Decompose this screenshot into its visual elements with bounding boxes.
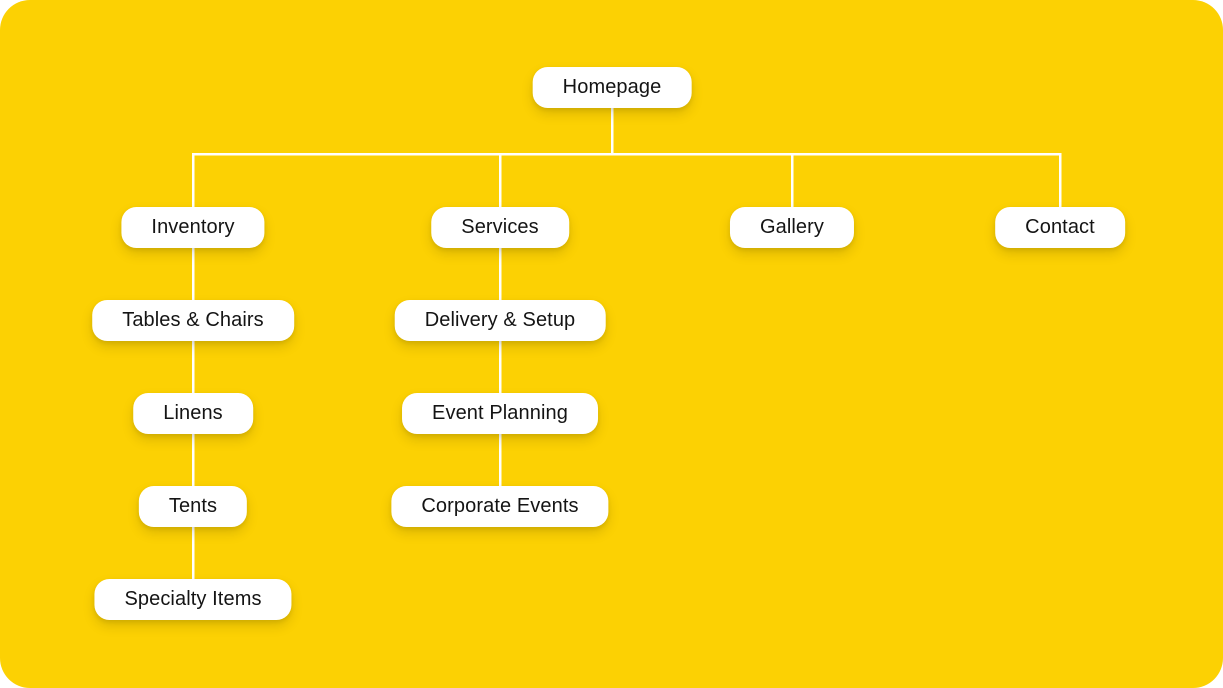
- node-contact: Contact: [995, 207, 1125, 248]
- node-gallery: Gallery: [729, 207, 855, 248]
- node-specialty-items: Specialty Items: [94, 579, 292, 620]
- node-event-planning: Event Planning: [402, 393, 598, 434]
- node-linens: Linens: [133, 393, 253, 434]
- node-inventory: Inventory: [121, 207, 265, 248]
- node-services: Services: [431, 207, 569, 248]
- node-tables-chairs: Tables & Chairs: [92, 300, 294, 341]
- node-homepage: Homepage: [532, 67, 692, 108]
- node-tents: Tents: [138, 486, 248, 527]
- node-delivery-setup: Delivery & Setup: [394, 300, 606, 341]
- node-corporate-events: Corporate Events: [391, 486, 609, 527]
